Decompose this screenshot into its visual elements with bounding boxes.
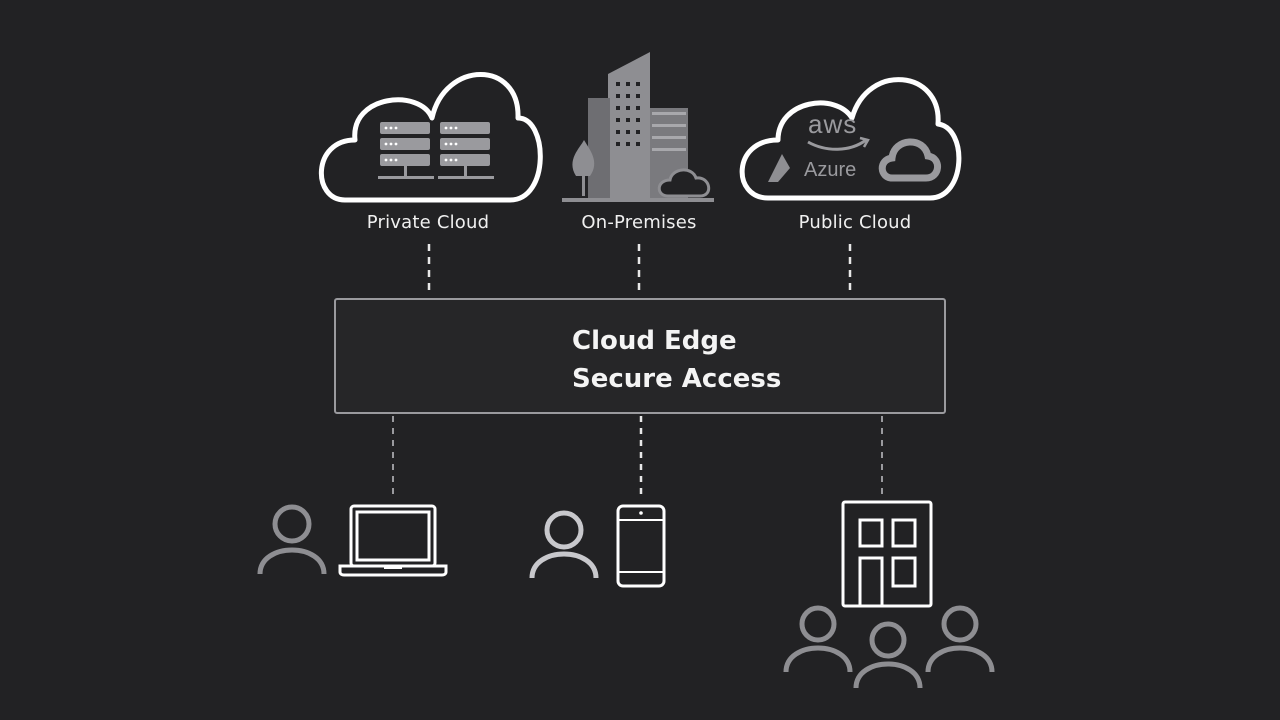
aws-logo-text: aws bbox=[808, 109, 858, 139]
branch-office-icon bbox=[841, 500, 933, 608]
laptop-icon bbox=[338, 504, 448, 577]
connectors-top bbox=[427, 244, 852, 296]
connectors-bottom bbox=[392, 416, 883, 500]
public-cloud-icon bbox=[739, 77, 962, 201]
on-premises-building-icon bbox=[562, 52, 714, 202]
azure-logo-text: Azure bbox=[804, 159, 857, 181]
hub-title-line1: Cloud Edge bbox=[572, 326, 737, 356]
team-users-icon bbox=[783, 605, 995, 689]
server-rack-icon bbox=[378, 122, 494, 179]
smartphone-icon bbox=[616, 504, 666, 588]
google-cloud-icon bbox=[878, 138, 941, 182]
remote-user-icon bbox=[257, 504, 327, 575]
hub-title-line2: Secure Access bbox=[572, 364, 782, 394]
mobile-user-icon bbox=[529, 510, 599, 579]
public-cloud-label: Public Cloud bbox=[798, 212, 912, 233]
private-cloud-label: Private Cloud bbox=[366, 212, 490, 233]
cloud-edge-hub: Cloud Edge Secure Access bbox=[334, 298, 946, 414]
private-cloud-icon bbox=[319, 72, 543, 203]
on-premises-label: On-Premises bbox=[581, 212, 697, 233]
azure-logo-icon bbox=[768, 154, 790, 182]
hub-title: Cloud Edge Secure Access bbox=[572, 322, 781, 398]
